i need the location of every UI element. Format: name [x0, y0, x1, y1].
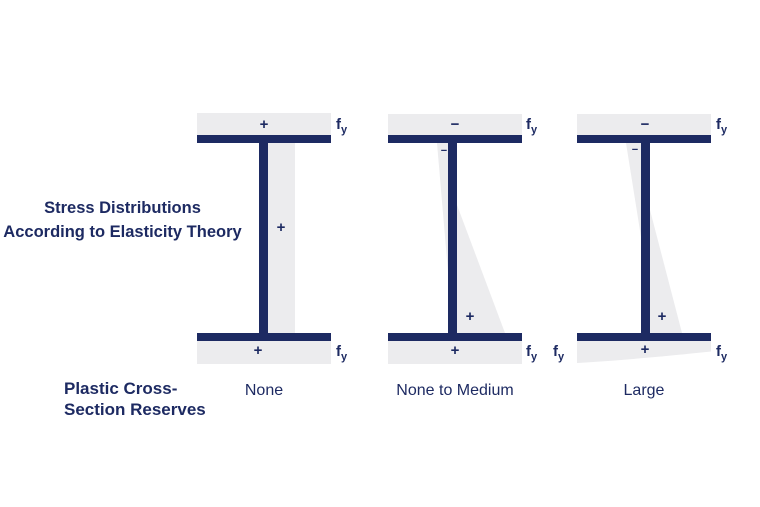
fy-label: fy	[716, 343, 728, 363]
fy-label: fy	[336, 343, 348, 363]
beam3-web-bottom-sign: +	[657, 308, 667, 325]
beam3-top-flange-stress-block	[577, 114, 711, 135]
beam2-bottom-flange	[388, 333, 522, 341]
diagram-title: Stress Distributions According to Elasti…	[0, 196, 245, 244]
beam2-top-flange	[388, 135, 522, 143]
beam1-web-sign: +	[276, 219, 286, 236]
reserves-caption-line1: Plastic Cross-	[64, 379, 178, 398]
beam2-top-flange-stress-block	[388, 114, 522, 135]
beam3-reserve-label: Large	[623, 382, 665, 399]
beam1-reserve-label: None	[244, 382, 284, 399]
fy-label: fy	[526, 343, 538, 363]
beam1-top-flange-sign: +	[259, 116, 269, 133]
beam3-web-tension-wedge	[650, 210, 682, 333]
beam1-web	[259, 143, 268, 333]
beam2-bottom-flange-stress-block	[388, 341, 522, 364]
beam3-top-flange	[577, 135, 711, 143]
fy-label: fy	[716, 116, 728, 136]
beam2-web-top-sign: −	[440, 145, 448, 157]
fy-label: fy	[336, 116, 348, 136]
beam3-bottom-flange-stress-swoosh	[577, 341, 711, 363]
beam2-web-compression-wedge	[437, 143, 448, 272]
fy-label: fy	[553, 343, 565, 363]
diagram-title-line2: According to Elasticity Theory	[3, 223, 242, 241]
beam1-bottom-flange-sign: +	[253, 342, 263, 359]
beam3-web-top-sign: −	[631, 144, 639, 156]
beam2-bottom-flange-sign: +	[450, 342, 460, 359]
beam1-bottom-flange-stress-block	[197, 341, 331, 364]
beam3-web	[641, 143, 650, 333]
beam2-reserve-label: None to Medium	[396, 382, 514, 399]
beam2-web	[448, 143, 457, 333]
reserves-caption: Plastic Cross- Section Reserves	[64, 379, 254, 420]
beam2-web-tension-wedge	[457, 205, 505, 333]
beam2-web-bottom-sign: +	[465, 308, 475, 325]
beam1-top-flange-stress-block	[197, 113, 331, 135]
reserves-caption-line2: Section Reserves	[64, 399, 206, 419]
beam1-bottom-flange	[197, 333, 331, 341]
beam1-web-stress-block	[268, 143, 295, 333]
beam3-top-flange-sign: −	[640, 116, 650, 133]
beam3-bottom-flange	[577, 333, 711, 341]
beam2-top-flange-sign: −	[450, 116, 460, 133]
beam3-bottom-flange-sign: +	[640, 341, 650, 358]
beam1-top-flange	[197, 135, 331, 143]
beam3-web-compression-wedge	[626, 143, 641, 237]
diagram-title-line1: Stress Distributions	[44, 199, 201, 217]
fy-label: fy	[526, 116, 538, 136]
